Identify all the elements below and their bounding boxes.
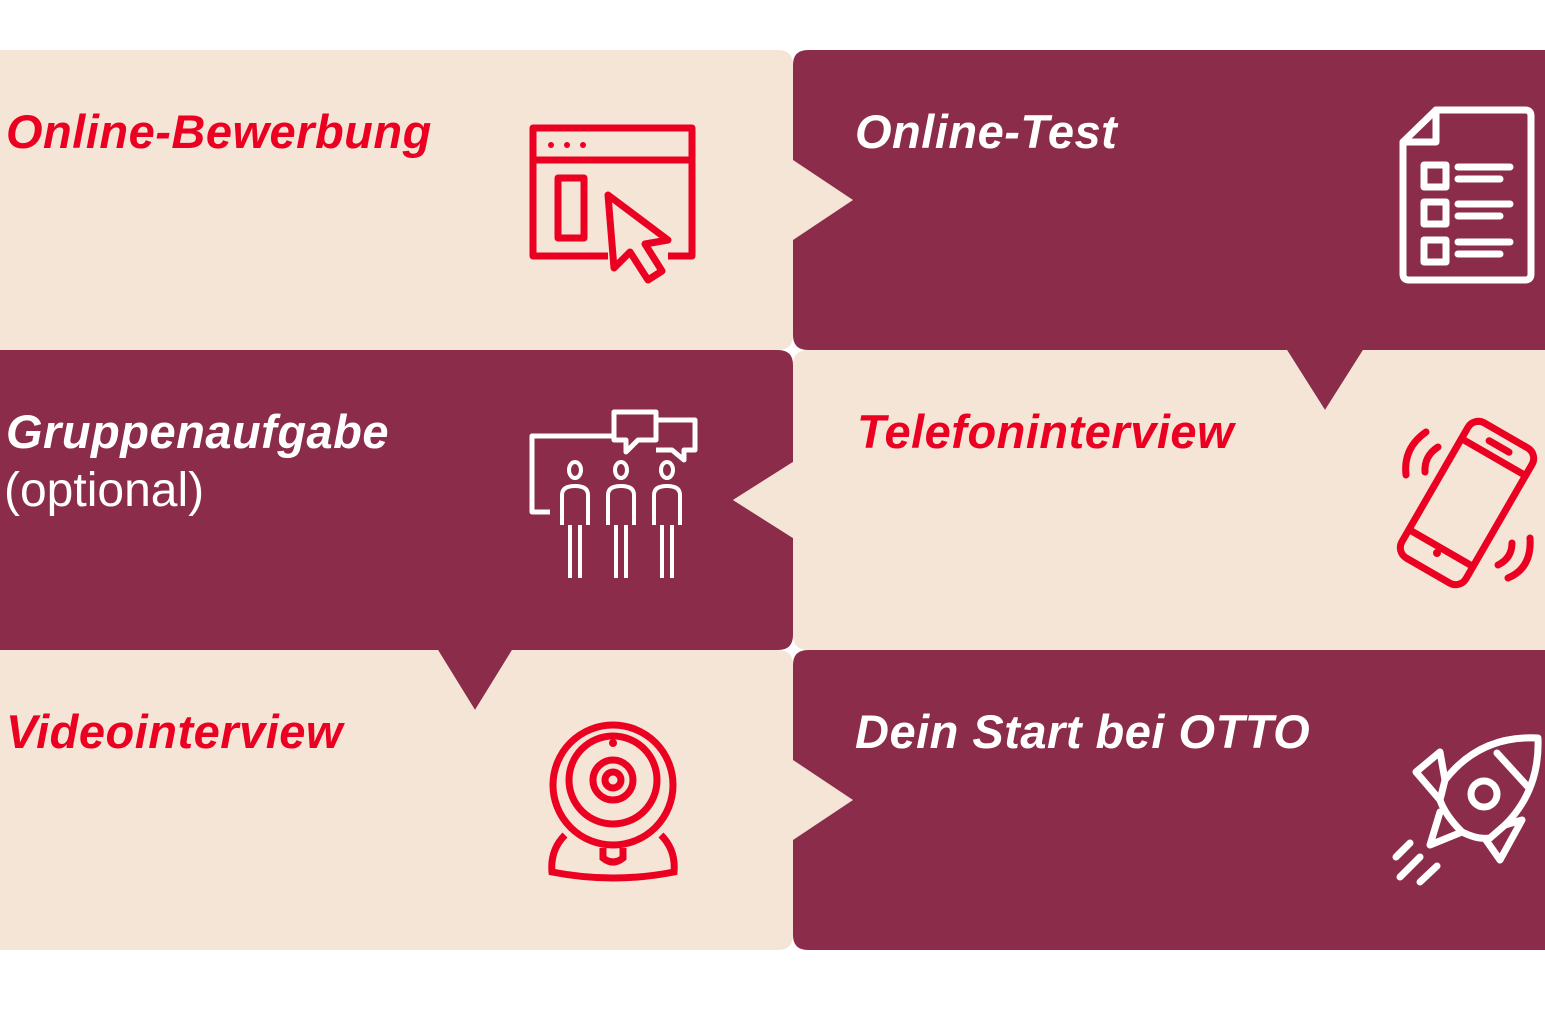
ringing-phone-icon xyxy=(1396,417,1538,589)
step-title-telefoninterview: Telefoninterview xyxy=(857,405,1235,458)
group-discussion-icon xyxy=(529,409,698,578)
step-title-online-bewerbung: Online-Bewerbung xyxy=(6,105,432,158)
step-subtitle-optional: (optional) xyxy=(4,464,205,517)
step-2-panel xyxy=(793,50,1545,410)
checklist-document-icon xyxy=(1399,106,1535,284)
step-6-panel xyxy=(793,650,1545,950)
step-3-panel xyxy=(0,350,793,710)
step-title-dein-start: Dein Start bei OTTO xyxy=(855,705,1311,758)
step-title-online-test: Online-Test xyxy=(855,105,1118,158)
webcam-icon xyxy=(548,721,678,882)
step-title-videointerview: Videointerview xyxy=(6,705,343,758)
step-4-panel xyxy=(733,350,1545,650)
rocket-icon xyxy=(1392,734,1542,886)
step-5-panel xyxy=(0,650,853,950)
step-1-panel xyxy=(0,50,853,350)
browser-cursor-icon xyxy=(529,124,696,284)
step-title-gruppenaufgabe: Gruppenaufgabe xyxy=(6,405,390,458)
